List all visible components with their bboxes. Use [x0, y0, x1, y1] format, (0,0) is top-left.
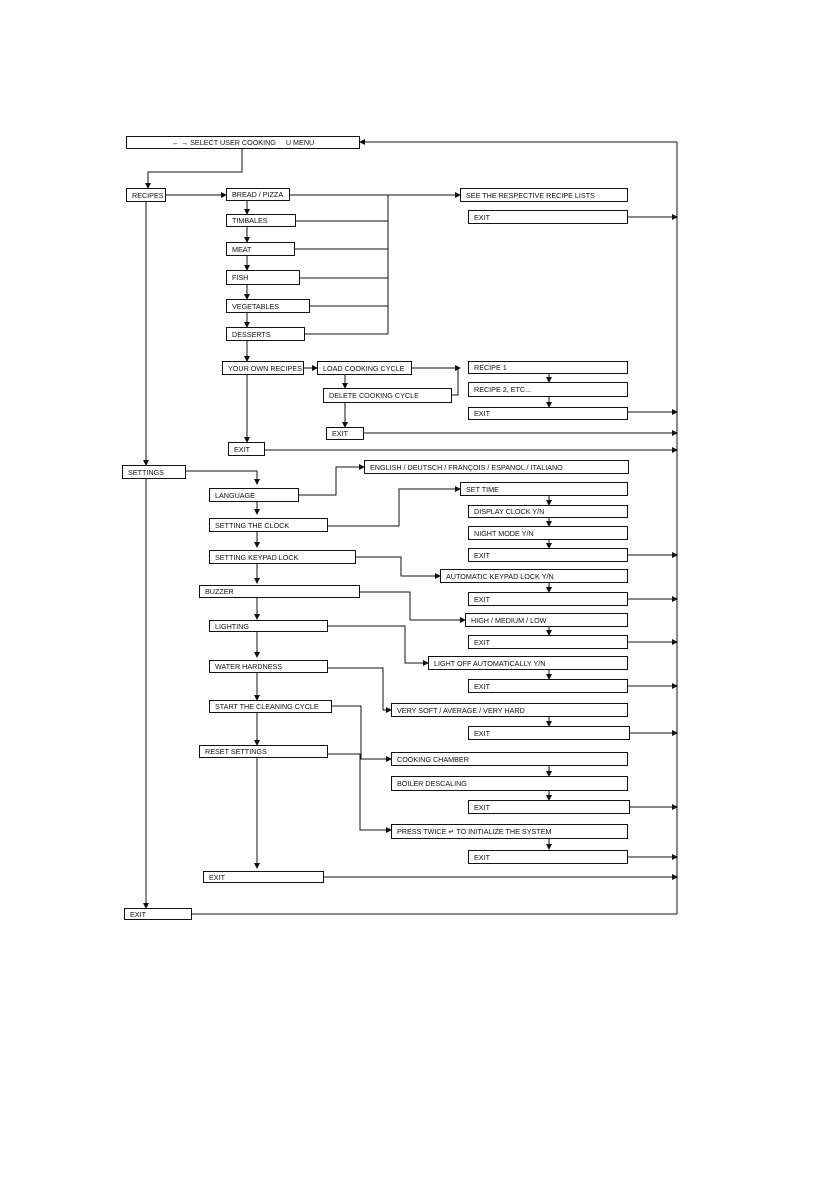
- hardness-exit-box[interactable]: EXIT: [468, 726, 630, 740]
- recipe-lists-exit-box[interactable]: EXIT: [468, 210, 628, 224]
- your-own-recipes-box[interactable]: YOUR OWN RECIPES: [222, 361, 304, 375]
- recipe-list-exit-box[interactable]: EXIT: [468, 407, 628, 420]
- cleaning-exit-box[interactable]: EXIT: [468, 800, 630, 814]
- recipes-exit-box[interactable]: EXIT: [228, 442, 265, 456]
- water-hardness-box[interactable]: WATER HARDNESS: [209, 660, 328, 673]
- delete-cooking-cycle-box[interactable]: DELETE COOKING CYCLE: [323, 388, 452, 403]
- timbales-box[interactable]: TIMBALES: [226, 214, 296, 227]
- set-time-box[interactable]: SET TIME: [460, 482, 628, 496]
- keypad-lock-box[interactable]: SETTING KEYPAD LOCK: [209, 550, 356, 564]
- desserts-box[interactable]: DESSERTS: [226, 327, 305, 341]
- lighting-box[interactable]: LIGHTING: [209, 620, 328, 632]
- light-off-box[interactable]: LIGHT OFF AUTOMATICALLY Y/N: [428, 656, 628, 670]
- press-twice-box[interactable]: PRESS TWICE ↵ TO INITIALIZE THE SYSTEM: [391, 824, 628, 839]
- main-exit-box[interactable]: EXIT: [124, 908, 192, 920]
- reset-exit-box[interactable]: EXIT: [468, 850, 628, 864]
- cleaning-cycle-box[interactable]: START THE CLEANING CYCLE: [209, 700, 332, 713]
- meat-box[interactable]: MEAT: [226, 242, 295, 256]
- buzzer-levels-box[interactable]: HIGH / MEDIUM / LOW: [465, 613, 628, 627]
- languages-box[interactable]: ENGLISH / DEUTSCH / FRANÇOIS / ESPANOL /…: [364, 460, 629, 474]
- recipe-2-box[interactable]: RECIPE 2, ETC...: [468, 382, 628, 397]
- bread-pizza-box[interactable]: BREAD / PIZZA: [226, 188, 290, 201]
- load-cooking-cycle-box[interactable]: LOAD COOKING CYCLE: [317, 361, 412, 375]
- recipe-1-box[interactable]: RECIPE 1: [468, 361, 628, 374]
- night-mode-box[interactable]: NIGHT MODE Y/N: [468, 526, 628, 540]
- hardness-levels-box[interactable]: VERY SOFT / AVERAGE / VERY HARD: [391, 703, 628, 717]
- see-recipe-lists-box[interactable]: SEE THE RESPECTIVE RECIPE LISTS: [460, 188, 628, 202]
- buzzer-box[interactable]: BUZZER: [199, 585, 360, 598]
- clock-exit-box[interactable]: EXIT: [468, 548, 628, 562]
- header-box: ← → SELECT USER COOKING U MENU: [126, 136, 360, 149]
- boiler-descaling-box[interactable]: BOILER DESCALING: [391, 776, 628, 791]
- display-clock-box[interactable]: DISPLAY CLOCK Y/N: [468, 505, 628, 518]
- recipes-box[interactable]: RECIPES: [126, 188, 166, 202]
- settings-box[interactable]: SETTINGS: [122, 465, 186, 479]
- cooking-chamber-box[interactable]: COOKING CHAMBER: [391, 752, 628, 766]
- lighting-exit-box[interactable]: EXIT: [468, 679, 628, 693]
- own-recipes-exit-box[interactable]: EXIT: [326, 427, 364, 440]
- settings-exit-box[interactable]: EXIT: [203, 871, 324, 883]
- reset-settings-box[interactable]: RESET SETTINGS: [199, 745, 328, 758]
- language-box[interactable]: LANGUAGE: [209, 488, 299, 502]
- fish-box[interactable]: FISH: [226, 270, 300, 285]
- buzzer-exit-box[interactable]: EXIT: [468, 635, 628, 649]
- vegetables-box[interactable]: VEGETABLES: [226, 299, 310, 313]
- auto-keypad-lock-box[interactable]: AUTOMATIC KEYPAD LOCK Y/N: [440, 569, 628, 583]
- keypad-exit-box[interactable]: EXIT: [468, 592, 628, 606]
- setting-clock-box[interactable]: SETTING THE CLOCK: [209, 518, 328, 532]
- connector-header-recipes: [145, 148, 243, 189]
